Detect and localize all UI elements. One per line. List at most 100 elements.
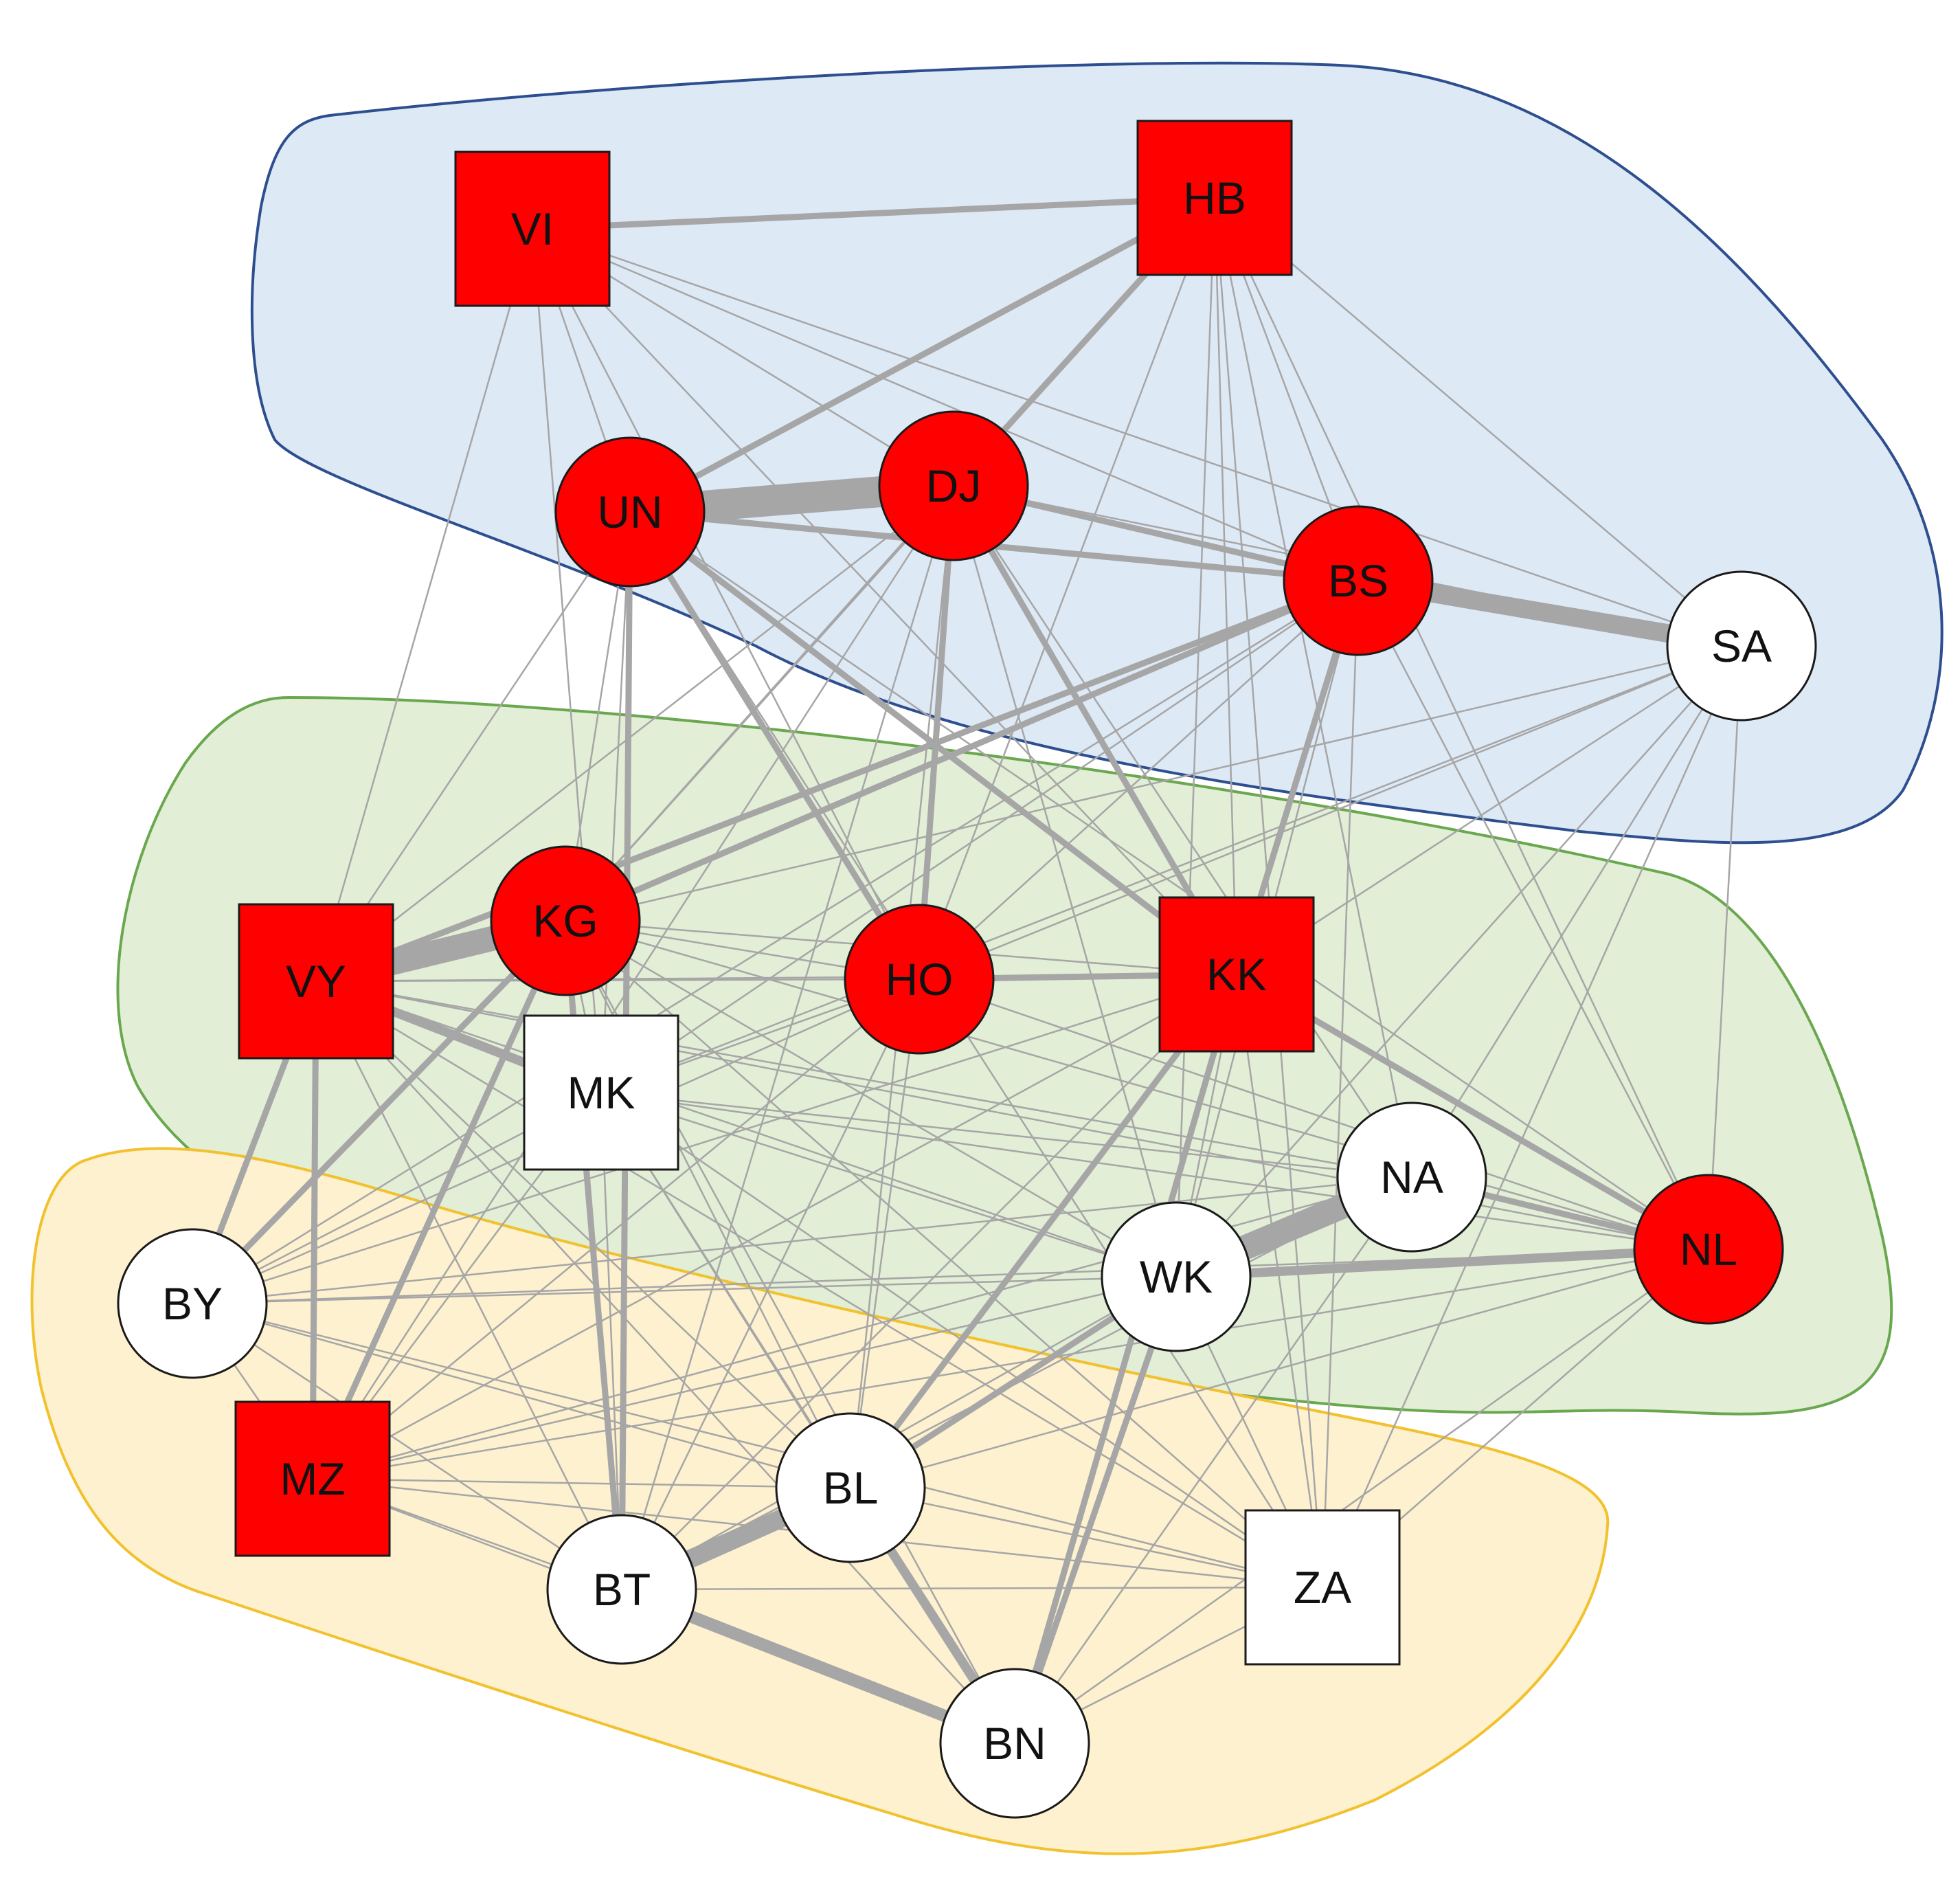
node-bs[interactable]: BS	[1283, 505, 1434, 656]
edge-vy-na	[315, 980, 1413, 1178]
node-mz[interactable]: MZ	[234, 1400, 391, 1557]
edge-kk-by	[191, 973, 1238, 1305]
edge-vi-vy	[315, 227, 534, 983]
node-dj[interactable]: DJ	[878, 410, 1029, 561]
edge-na-by	[191, 1176, 1413, 1305]
node-dj-circle	[878, 410, 1029, 561]
edge-mk-bt	[600, 1091, 623, 1591]
edge-ho-mz	[311, 978, 921, 1480]
edge-sa-kg	[564, 645, 1743, 922]
node-label-bt: BT	[593, 1564, 651, 1615]
edge-mz-kg	[309, 917, 569, 1482]
node-sa[interactable]: SA	[1666, 570, 1817, 722]
edge-sa-kk	[1235, 645, 1743, 976]
node-wk[interactable]: WK	[1101, 1201, 1252, 1352]
edge-vy-bl	[315, 980, 852, 1489]
node-un[interactable]: UN	[554, 436, 706, 588]
node-vy-square	[238, 903, 394, 1060]
edge-nl-bn	[1013, 1248, 1710, 1745]
node-bt[interactable]: BT	[546, 1514, 697, 1665]
edge-dj-na	[952, 484, 1413, 1178]
node-hb[interactable]: HB	[1136, 120, 1293, 276]
edge-kk-nl	[1233, 971, 1712, 1253]
edge-hb-na	[1213, 197, 1413, 1178]
node-label-wk: WK	[1140, 1251, 1213, 1302]
edge-kg-wk	[564, 919, 1178, 1278]
node-za[interactable]: ZA	[1244, 1509, 1401, 1666]
edge-un-vy	[315, 511, 631, 983]
edge-mk-wk	[600, 1091, 1178, 1278]
node-vi[interactable]: VI	[454, 150, 611, 307]
edge-dj-wk	[952, 484, 1178, 1278]
edge-bl-kk	[847, 971, 1240, 1491]
edge-un-nl	[629, 511, 1710, 1251]
edge-un-hb	[627, 194, 1218, 515]
node-label-mk: MK	[567, 1067, 635, 1118]
edge-kk-za	[1235, 973, 1324, 1589]
edge-vy-bt	[315, 980, 623, 1591]
node-by-circle	[117, 1228, 268, 1379]
node-ho[interactable]: HO	[844, 904, 995, 1055]
edge-sa-za	[1321, 645, 1743, 1589]
edge-dj-vy	[315, 484, 955, 983]
edge-mk-na	[600, 1091, 1413, 1178]
edge-bs-by	[191, 579, 1360, 1305]
node-label-bs: BS	[1328, 555, 1388, 606]
node-bn[interactable]: BN	[939, 1668, 1090, 1819]
node-kg[interactable]: KG	[490, 845, 641, 996]
edge-dj-kk	[950, 482, 1240, 978]
edge-bs-vy	[313, 577, 1362, 985]
node-vi-square	[454, 150, 611, 307]
node-nl[interactable]: NL	[1633, 1174, 1784, 1325]
edge-sa-wk	[1175, 645, 1743, 1278]
edge-vy-bn	[315, 980, 1016, 1745]
node-kk[interactable]: KK	[1158, 896, 1315, 1053]
edge-bs-za	[1321, 579, 1360, 1589]
edge-dj-mz	[311, 484, 955, 1480]
node-bl[interactable]: BL	[775, 1412, 926, 1563]
edge-wk-mz	[311, 1275, 1178, 1480]
edge-ho-nl	[918, 978, 1710, 1251]
edge-bn-kk	[1011, 971, 1240, 1747]
node-wk-circle	[1101, 1201, 1252, 1352]
edge-ho-bl	[849, 978, 921, 1489]
edge-vi-sa	[531, 227, 1743, 647]
node-layer: VI HB UN DJ BS SA VY KG HO KK MK NA WK NL BY MZ BL BT ZA BN	[117, 120, 1817, 1819]
edge-bs-kg	[562, 577, 1362, 924]
node-label-bl: BL	[823, 1462, 879, 1513]
node-kg-circle	[490, 845, 641, 996]
node-un-circle	[554, 436, 706, 588]
node-label-mz: MZ	[280, 1453, 345, 1504]
node-bn-circle	[939, 1668, 1090, 1819]
node-label-vi: VI	[511, 203, 554, 254]
node-label-un: UN	[597, 487, 662, 537]
node-by[interactable]: BY	[117, 1228, 268, 1379]
edge-vi-hb	[529, 194, 1218, 232]
edge-vi-bs	[531, 227, 1360, 582]
node-label-ho: HO	[886, 954, 954, 1005]
edge-sa-mk	[600, 645, 1743, 1094]
node-na[interactable]: NA	[1336, 1102, 1487, 1253]
edge-kg-za	[564, 919, 1324, 1589]
edge-ho-bt	[620, 978, 921, 1591]
node-vy[interactable]: VY	[238, 903, 394, 1060]
edge-kk-bt	[620, 973, 1238, 1591]
edge-hb-ho	[918, 197, 1216, 981]
edge-mk-nl	[600, 1091, 1710, 1251]
node-kk-square	[1158, 896, 1315, 1053]
node-label-kg: KG	[532, 895, 598, 946]
edge-by-za	[191, 1302, 1324, 1589]
node-label-na: NA	[1380, 1152, 1443, 1203]
edge-kg-nl	[564, 919, 1710, 1251]
node-na-circle	[1336, 1102, 1487, 1253]
node-bt-circle	[546, 1514, 697, 1665]
edge-by-bl	[191, 1302, 852, 1489]
edge-nl-mz	[311, 1248, 1710, 1480]
edge-un-ho	[627, 508, 923, 983]
node-mk[interactable]: MK	[523, 1014, 679, 1171]
edge-hb-nl	[1213, 197, 1710, 1251]
edge-mz-vy	[309, 978, 319, 1482]
edge-vi-ho	[531, 227, 921, 981]
edge-hb-wk	[1175, 197, 1216, 1278]
